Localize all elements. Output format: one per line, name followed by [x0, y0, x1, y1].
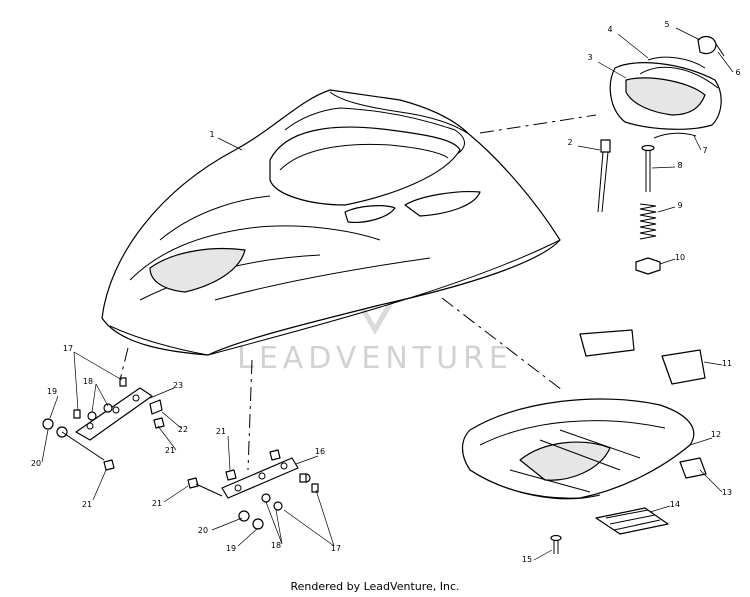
- callout-13: 13: [722, 488, 732, 497]
- callout-18: 18: [83, 377, 93, 386]
- label-part: [679, 457, 707, 479]
- belly-pan-part: [461, 398, 695, 500]
- left-bracket-part: [75, 387, 153, 441]
- callout-23: 23: [173, 381, 183, 390]
- callout-17: 17: [331, 544, 341, 553]
- spring-part: [639, 203, 657, 240]
- pin-part: [641, 144, 655, 192]
- callout-19: 19: [47, 387, 57, 396]
- callout-14: 14: [670, 500, 680, 509]
- callout-21: 21: [152, 499, 162, 508]
- callout-22: 22: [178, 425, 188, 434]
- right-bracket-part: [221, 457, 299, 499]
- callout-15: 15: [522, 555, 532, 564]
- callout-9: 9: [677, 201, 682, 210]
- leader-lines: [41, 27, 734, 561]
- callout-21: 21: [216, 427, 226, 436]
- cable-tie-part: [597, 139, 611, 213]
- callout-1: 1: [209, 130, 214, 139]
- headlight-assembly: [609, 35, 725, 139]
- callout-16: 16: [315, 447, 325, 456]
- left-hardware: [42, 377, 165, 471]
- callout-6: 6: [735, 68, 740, 77]
- callout-12: 12: [711, 430, 721, 439]
- right-hardware: [187, 449, 319, 530]
- screen-part: [595, 507, 669, 535]
- foam-block-part-2: [661, 349, 706, 385]
- knob-part: [635, 257, 661, 275]
- callout-7: 7: [702, 146, 707, 155]
- callout-10: 10: [675, 253, 685, 262]
- callout-21: 21: [82, 500, 92, 509]
- callout-5: 5: [664, 20, 669, 29]
- callout-4: 4: [607, 25, 612, 34]
- hood-part: [101, 89, 561, 356]
- callout-18: 18: [271, 541, 281, 550]
- callout-11: 11: [722, 359, 732, 368]
- watermark-text: LEADVENTURE: [237, 341, 513, 376]
- callout-17: 17: [63, 344, 73, 353]
- callout-19: 19: [226, 544, 236, 553]
- callout-20: 20: [31, 459, 41, 468]
- footer-credit: Rendered by LeadVenture, Inc.: [290, 580, 460, 593]
- callout-21: 21: [165, 446, 175, 455]
- callout-labels: 1234567891011121314151617171818191920202…: [31, 20, 741, 564]
- callout-8: 8: [677, 161, 682, 170]
- callout-2: 2: [567, 138, 572, 147]
- foam-block-part: [579, 329, 635, 357]
- callout-3: 3: [587, 53, 592, 62]
- callout-20: 20: [198, 526, 208, 535]
- screw-part: [550, 534, 562, 554]
- assembly-lines: [119, 114, 597, 471]
